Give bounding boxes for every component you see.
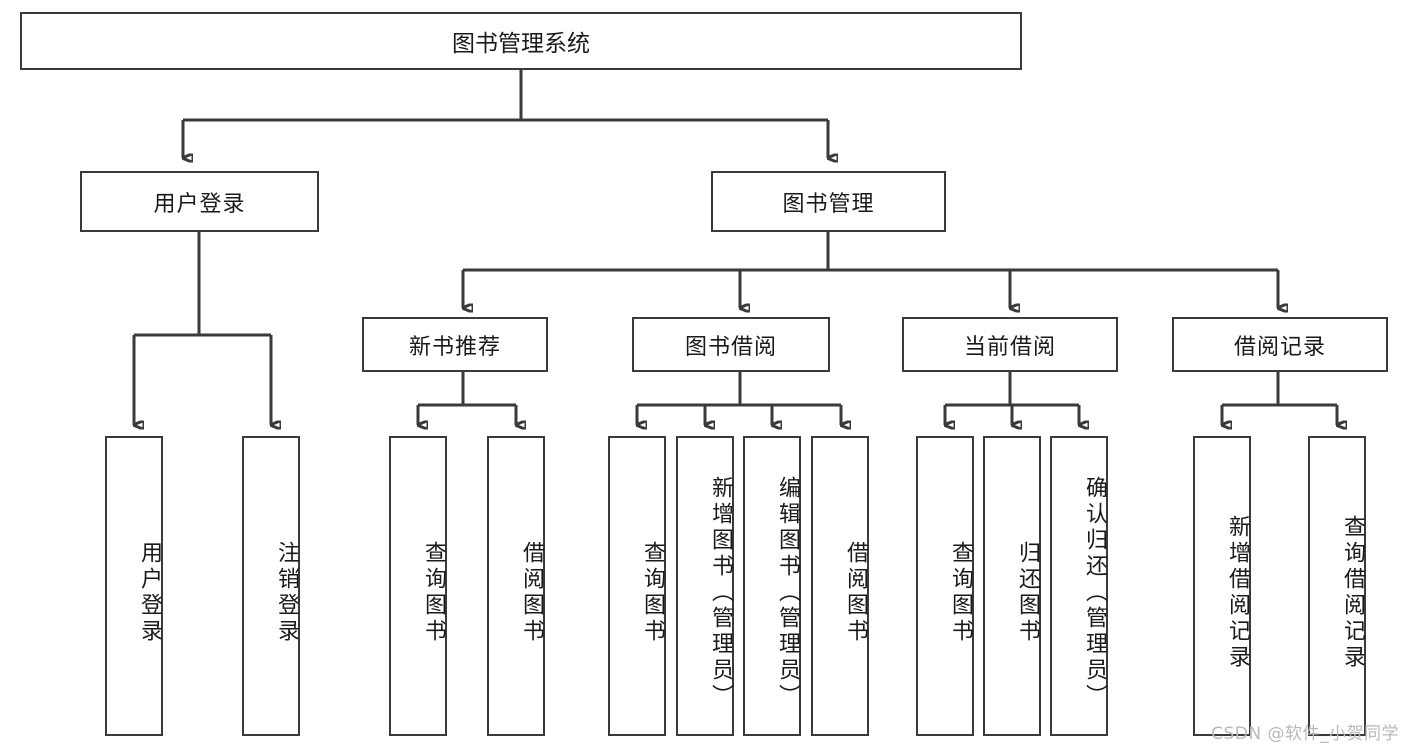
node-label: 新增图书（管理员） [708, 476, 733, 710]
node-label: 新书推荐 [408, 334, 501, 360]
csdn-watermark: CSDN @软件_小贺同学 [1211, 724, 1399, 744]
node-label: 图书管理系统 [452, 31, 590, 57]
node-label: 当前借阅 [963, 334, 1056, 360]
leaf-recommend-query-book[interactable]: 查询图书 [389, 436, 447, 736]
node-user-login[interactable]: 用户登录 [80, 171, 319, 232]
leaf-record-query-borrow-record[interactable]: 查询借阅记录 [1308, 436, 1366, 736]
node-root-book-management-system[interactable]: 图书管理系统 [20, 12, 1022, 70]
node-current-borrow[interactable]: 当前借阅 [902, 317, 1118, 372]
node-label: 查询图书 [948, 541, 973, 645]
node-label: 图书借阅 [684, 334, 777, 360]
leaf-borrow-query-book[interactable]: 查询图书 [608, 436, 666, 736]
node-label: 借阅图书 [519, 541, 544, 645]
node-book-management[interactable]: 图书管理 [711, 171, 946, 232]
node-label: 图书管理 [782, 191, 875, 217]
node-label: 编辑图书（管理员） [775, 476, 800, 710]
leaf-borrow-edit-book-admin[interactable]: 编辑图书（管理员） [743, 436, 801, 736]
leaf-current-return-book[interactable]: 归还图书 [983, 436, 1041, 736]
node-label: 归还图书 [1015, 541, 1040, 645]
node-label: 用户登录 [153, 191, 246, 217]
node-label: 查询借阅记录 [1340, 515, 1365, 671]
node-label: 借阅记录 [1233, 334, 1326, 360]
node-borrow-record[interactable]: 借阅记录 [1172, 317, 1388, 372]
node-label: 新增借阅记录 [1225, 515, 1250, 671]
leaf-borrow-add-book-admin[interactable]: 新增图书（管理员） [676, 436, 734, 736]
leaf-user-login[interactable]: 用户登录 [105, 436, 163, 736]
node-label: 注销登录 [274, 541, 299, 645]
node-label: 查询图书 [640, 541, 665, 645]
leaf-borrow-borrow-book[interactable]: 借阅图书 [811, 436, 869, 736]
node-book-borrow[interactable]: 图书借阅 [632, 317, 830, 372]
leaf-current-confirm-return-admin[interactable]: 确认归还（管理员） [1050, 436, 1108, 736]
node-label: 用户登录 [137, 541, 162, 645]
leaf-record-add-borrow-record[interactable]: 新增借阅记录 [1193, 436, 1251, 736]
leaf-logout[interactable]: 注销登录 [242, 436, 300, 736]
node-new-book-recommend[interactable]: 新书推荐 [362, 317, 548, 372]
leaf-recommend-borrow-book[interactable]: 借阅图书 [487, 436, 545, 736]
node-label: 借阅图书 [843, 541, 868, 645]
node-label: 确认归还（管理员） [1082, 476, 1107, 710]
leaf-current-query-book[interactable]: 查询图书 [916, 436, 974, 736]
node-label: 查询图书 [421, 541, 446, 645]
